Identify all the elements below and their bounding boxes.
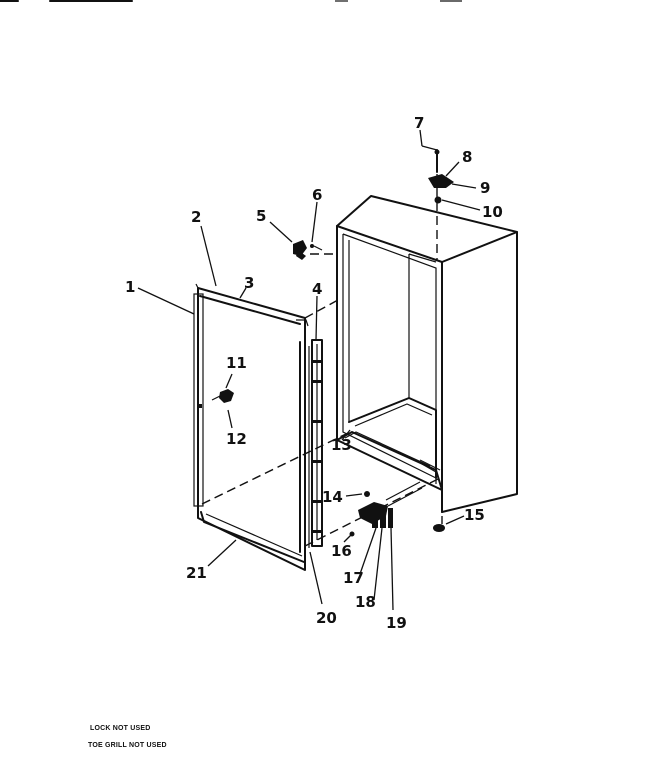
callout-4: 4 [312,280,322,298]
callout-5: 5 [256,207,266,225]
callout-13: 13 [331,436,352,454]
callout-1: 1 [125,278,135,296]
callout-15: 15 [464,506,485,524]
callout-8: 8 [462,148,472,166]
callout-12: 12 [226,430,247,448]
callout-19: 19 [386,614,407,632]
callout-labels: 1 2 3 4 5 6 7 8 9 10 11 12 13 14 15 16 1… [125,114,503,632]
callout-21: 21 [186,564,207,582]
cabinet [336,195,518,513]
callout-3: 3 [244,274,254,292]
note-lock-not-used: LOCK NOT USED [90,725,151,732]
door [193,283,309,571]
callout-2: 2 [191,208,201,226]
callout-7: 7 [414,114,424,132]
callout-11: 11 [226,354,247,372]
hinge-strip [308,339,323,548]
callout-14: 14 [322,488,343,506]
callout-16: 16 [331,542,352,560]
top-hinge-parts [428,149,454,204]
footer-notes: LOCK NOT USED TOE GRILL NOT USED [88,725,167,749]
parts-5-6 [293,240,323,260]
callout-9: 9 [480,179,490,197]
callout-20: 20 [316,609,337,627]
leader-lines [137,129,481,611]
note-toe-grill-not-used: TOE GRILL NOT USED [88,742,167,749]
callout-10: 10 [482,203,503,221]
callout-17: 17 [343,569,364,587]
bottom-hinge-parts [349,481,445,537]
callout-18: 18 [355,593,376,611]
callout-6: 6 [312,186,322,204]
